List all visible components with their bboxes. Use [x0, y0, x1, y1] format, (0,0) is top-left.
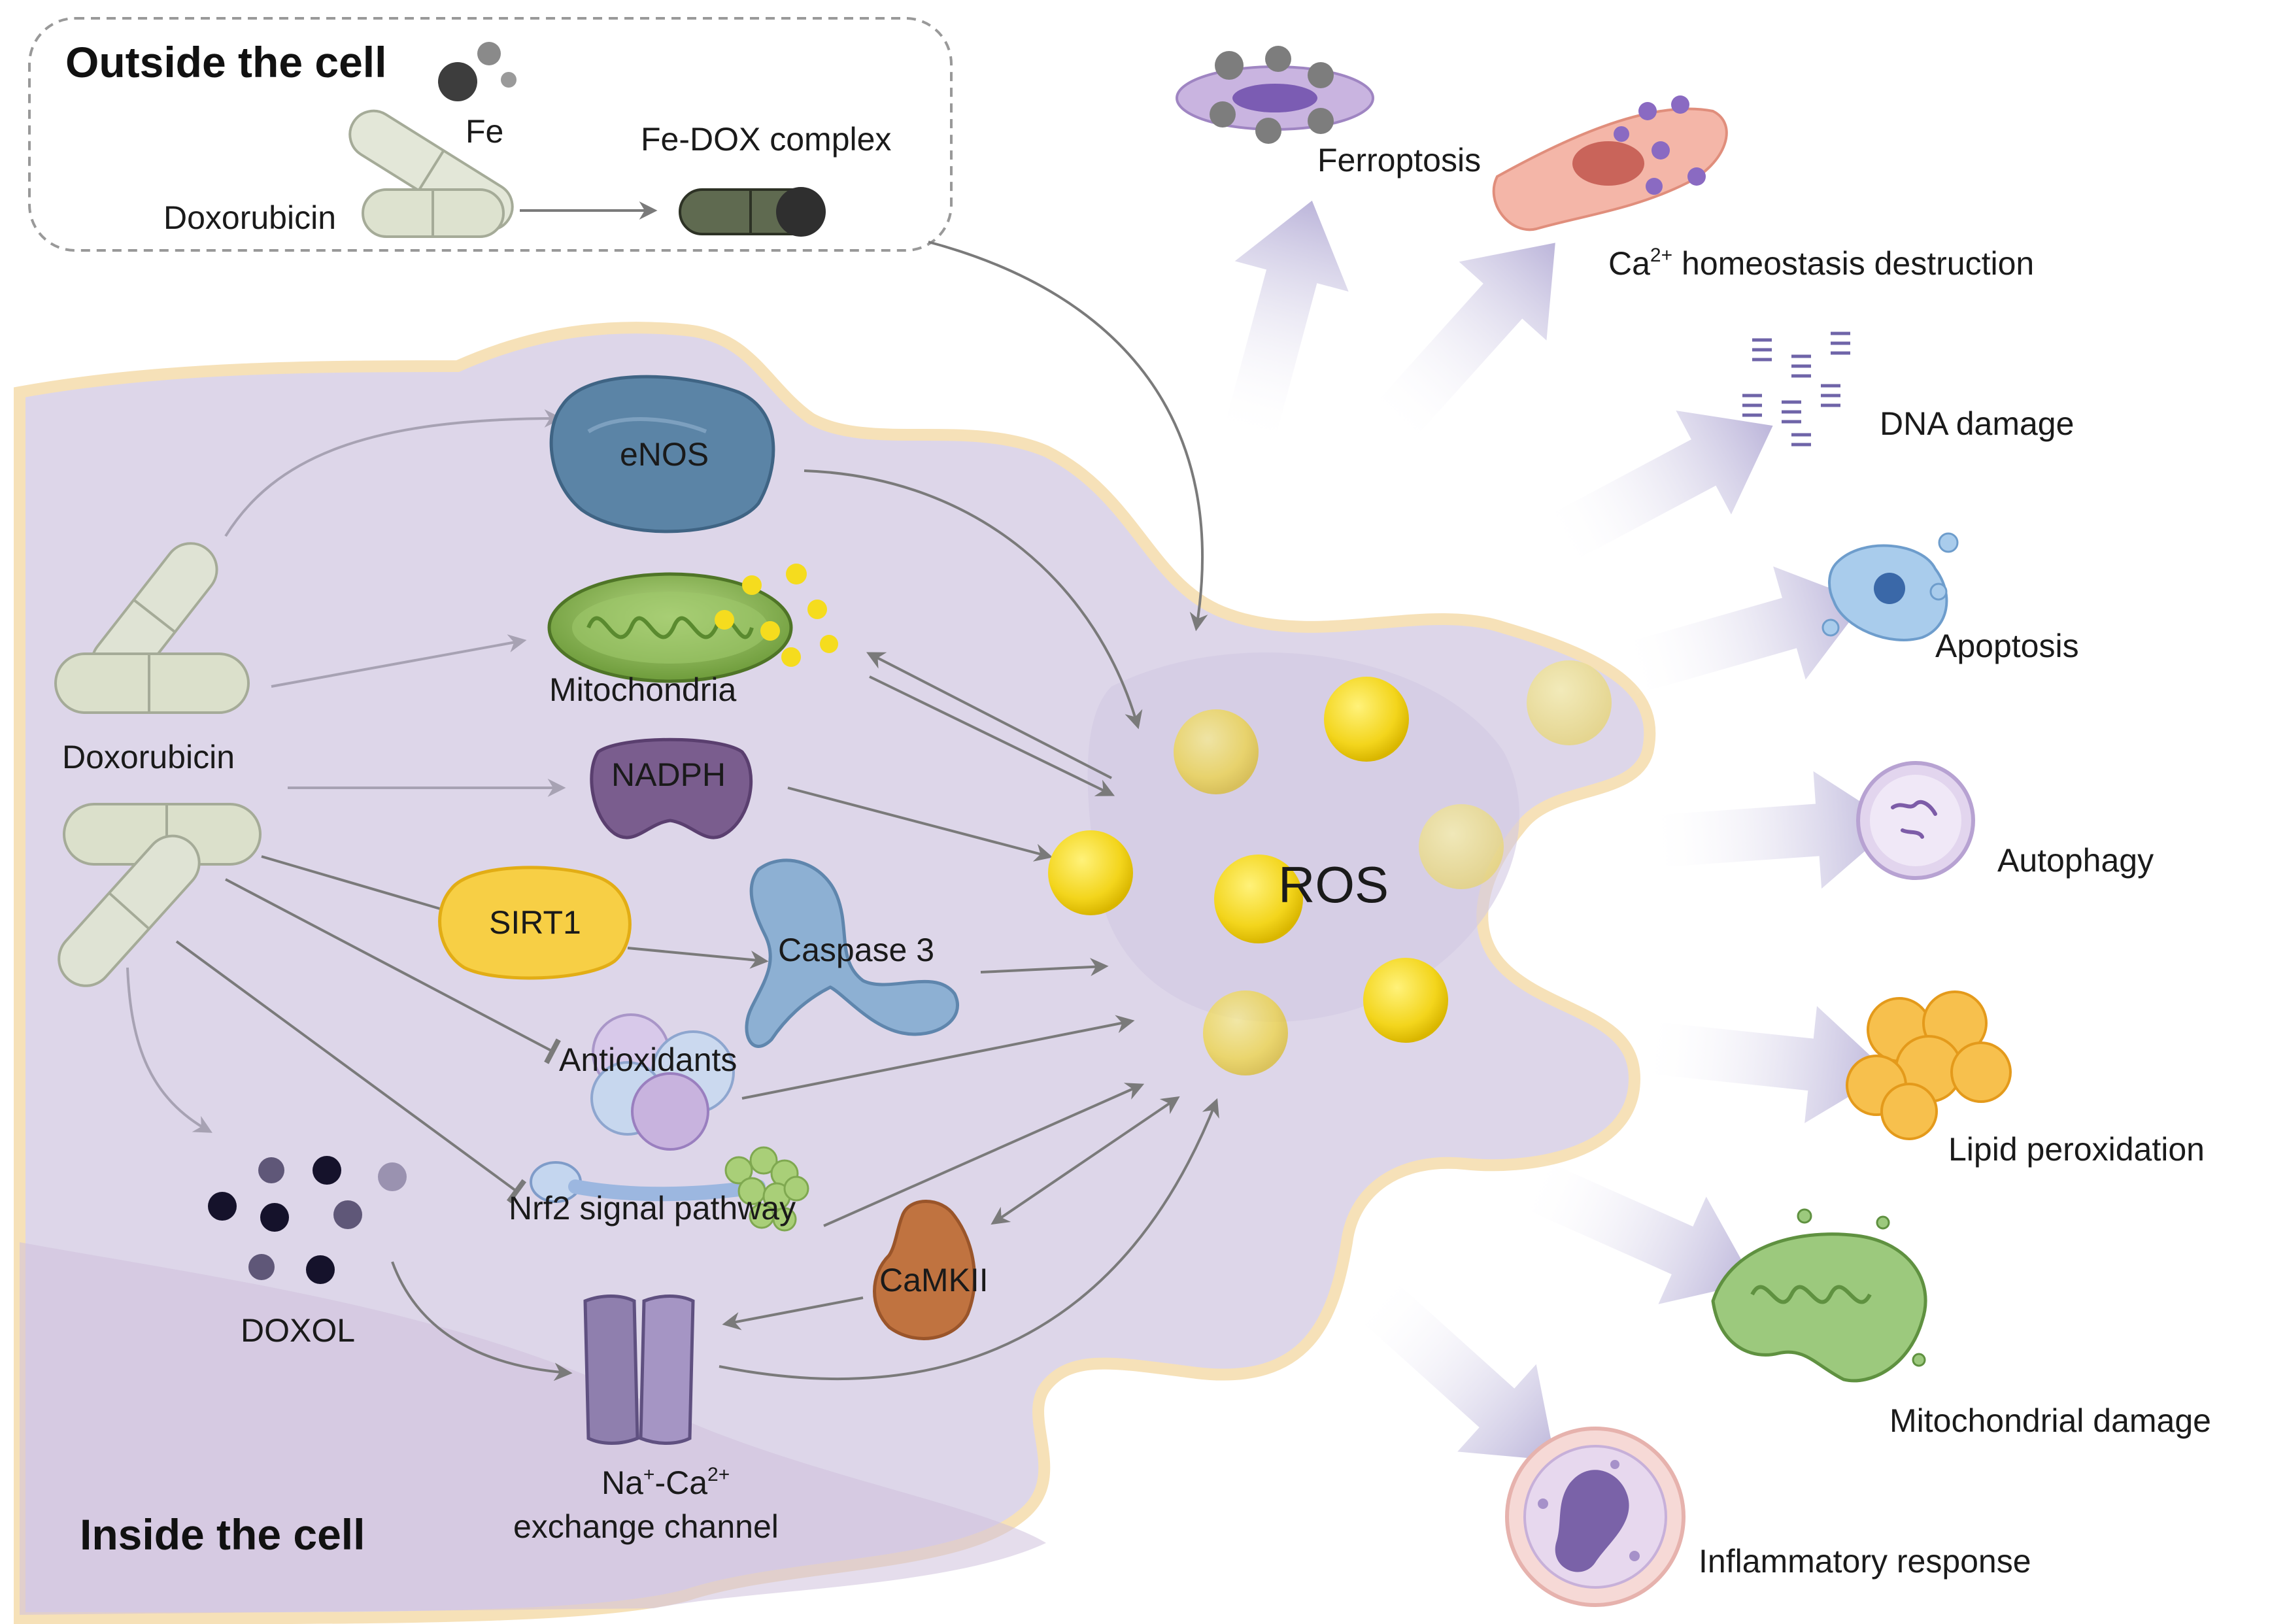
ca-homeostasis-label: Ca2+ homeostasis destruction: [1608, 245, 2034, 282]
ros-particle: [1048, 830, 1133, 915]
outside-box: [28, 17, 953, 252]
ros-particle: [1324, 677, 1409, 762]
antioxidants-label: Antioxidants: [559, 1041, 737, 1078]
ros-particle: [1203, 990, 1288, 1075]
antioxidants-icon: [590, 1013, 735, 1151]
ros-particle: [1363, 958, 1448, 1043]
nadph-label: NADPH: [611, 756, 726, 793]
na-ca-exchanger-icon: [583, 1294, 695, 1445]
outside-title: Outside the cell: [65, 38, 386, 86]
ros-particle: [1174, 709, 1259, 794]
autophagy-icon: [1856, 761, 1975, 880]
mitochondria-label: Mitochondria: [549, 671, 736, 708]
ca-homeostasis-icon: [1492, 95, 1728, 231]
outside-panel: Outside the cell Fe Doxorubicin Fe-DOX c…: [28, 17, 953, 252]
inside-doxorubicin-top-icon: [54, 542, 250, 714]
nadph-icon: [590, 737, 753, 839]
sirt1-label: SIRT1: [489, 904, 581, 941]
camkii-label: CaMKII: [879, 1262, 989, 1298]
inside-doxorubicin-bottom-icon: [58, 803, 262, 987]
autophagy-label: Autophagy: [1997, 842, 2154, 879]
doxol-label: DOXOL: [241, 1312, 355, 1349]
cell-inner-shade: [20, 1242, 1046, 1615]
sirt1-icon: [438, 866, 632, 980]
apoptosis-label: Apoptosis: [1935, 628, 2079, 664]
doxol-particles-icon: [208, 1156, 407, 1284]
inside-title: Inside the cell: [80, 1510, 365, 1559]
camkii-icon: [873, 1200, 976, 1340]
mitochondrial-damage-icon: [1711, 1208, 1927, 1383]
caspase3-icon: [745, 858, 959, 1048]
doxorubicin-pill-icon: [348, 109, 514, 238]
ros-particle: [1419, 804, 1504, 889]
fe-dox-complex-icon: [679, 187, 826, 237]
ros-cluster: [1048, 660, 1612, 1075]
apoptosis-icon: [1821, 532, 1959, 641]
dna-damage-icon: [1742, 331, 1850, 447]
fe-particles-icon: [438, 42, 517, 101]
nrf2-label: Nrf2 signal pathway: [509, 1190, 796, 1226]
ros-particle: [1527, 660, 1612, 745]
dna-damage-label: DNA damage: [1880, 405, 2074, 442]
fe-dox-complex-label: Fe-DOX complex: [641, 121, 891, 158]
inflammatory-response-label: Inflammatory response: [1699, 1543, 2031, 1580]
caspase3-label: Caspase 3: [778, 932, 934, 968]
ros-particle: [1214, 854, 1303, 943]
nrf2-icon: [530, 1146, 809, 1232]
outcome-arrows: [1222, 200, 1896, 1461]
enos-icon: [549, 375, 775, 533]
ferroptosis-icon: [1176, 46, 1374, 144]
lipid-peroxidation-icon: [1846, 990, 2012, 1140]
fe-label: Fe: [466, 113, 503, 150]
exchanger-label-line2: exchange channel: [513, 1508, 779, 1545]
mito-ros-particles: [715, 564, 838, 667]
outside-doxorubicin-label: Doxorubicin: [163, 199, 336, 236]
lipid-peroxidation-label: Lipid peroxidation: [1948, 1131, 2205, 1168]
arrow-complex-to-ros: [928, 241, 1208, 632]
enos-label: eNOS: [620, 436, 709, 473]
ferroptosis-label: Ferroptosis: [1317, 142, 1481, 178]
exchanger-label-line1: Na+-Ca2+: [601, 1464, 730, 1501]
inflammatory-response-icon: [1505, 1427, 1686, 1607]
ros-label: ROS: [1278, 856, 1389, 913]
mitochondrial-damage-label: Mitochondrial damage: [1889, 1402, 2211, 1439]
mitochondria-icon: [547, 572, 793, 683]
inside-doxorubicin-label: Doxorubicin: [62, 739, 235, 775]
pathway-arrows: [126, 409, 1219, 1381]
